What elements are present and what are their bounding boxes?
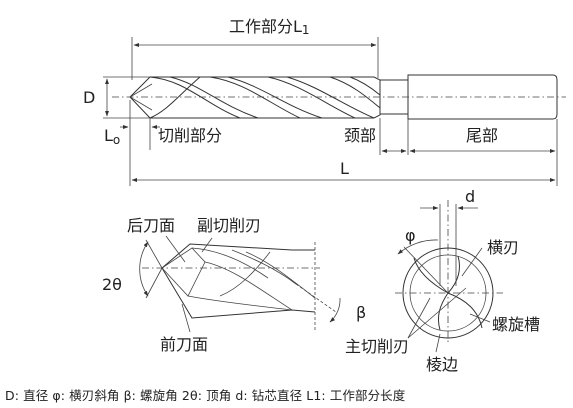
tail-label: 尾部 bbox=[466, 126, 498, 145]
flute-label: 螺旋槽 bbox=[492, 315, 540, 334]
lo-label: Lo bbox=[104, 126, 120, 147]
chisel-angle-label: φ bbox=[405, 226, 416, 245]
neck-tail-dimension: 颈部 尾部 bbox=[344, 118, 558, 155]
drill-end-view: d φ 横刃 螺旋槽 主切削刃 棱边 bbox=[345, 187, 540, 374]
working-length-dimension: 工作部分L1 bbox=[131, 17, 379, 80]
main-edge-label: 主切削刃 bbox=[345, 337, 409, 356]
helix-angle-label: β bbox=[356, 303, 366, 322]
diameter-label: D bbox=[83, 88, 95, 107]
working-length-label: 工作部分L1 bbox=[229, 17, 310, 37]
margin-label: 棱边 bbox=[426, 355, 458, 374]
drill-tip-view: 后刀面 副切削刃 2θ 前刀面 β bbox=[102, 216, 366, 354]
lo-dimension: Lo 切削部分 bbox=[104, 100, 222, 150]
point-angle-label: 2θ bbox=[102, 275, 122, 294]
overall-length-dimension: L bbox=[129, 150, 558, 186]
legend-caption: D: 直径 φ: 横刃斜角 β: 螺旋角 2θ: 顶角 d: 钻芯直径 L1: … bbox=[5, 388, 406, 403]
drill-side-view bbox=[112, 74, 566, 120]
web-thickness-label: d bbox=[465, 187, 475, 206]
back-face-label: 后刀面 bbox=[127, 216, 175, 235]
diameter-dimension: D bbox=[83, 76, 150, 119]
secondary-edge-label: 副切削刃 bbox=[197, 216, 261, 235]
chisel-edge-label: 横刃 bbox=[487, 238, 519, 257]
cutting-part-label: 切削部分 bbox=[158, 126, 222, 145]
overall-length-label: L bbox=[340, 159, 349, 178]
neck-label: 颈部 bbox=[344, 126, 376, 145]
front-face-label: 前刀面 bbox=[160, 335, 208, 354]
